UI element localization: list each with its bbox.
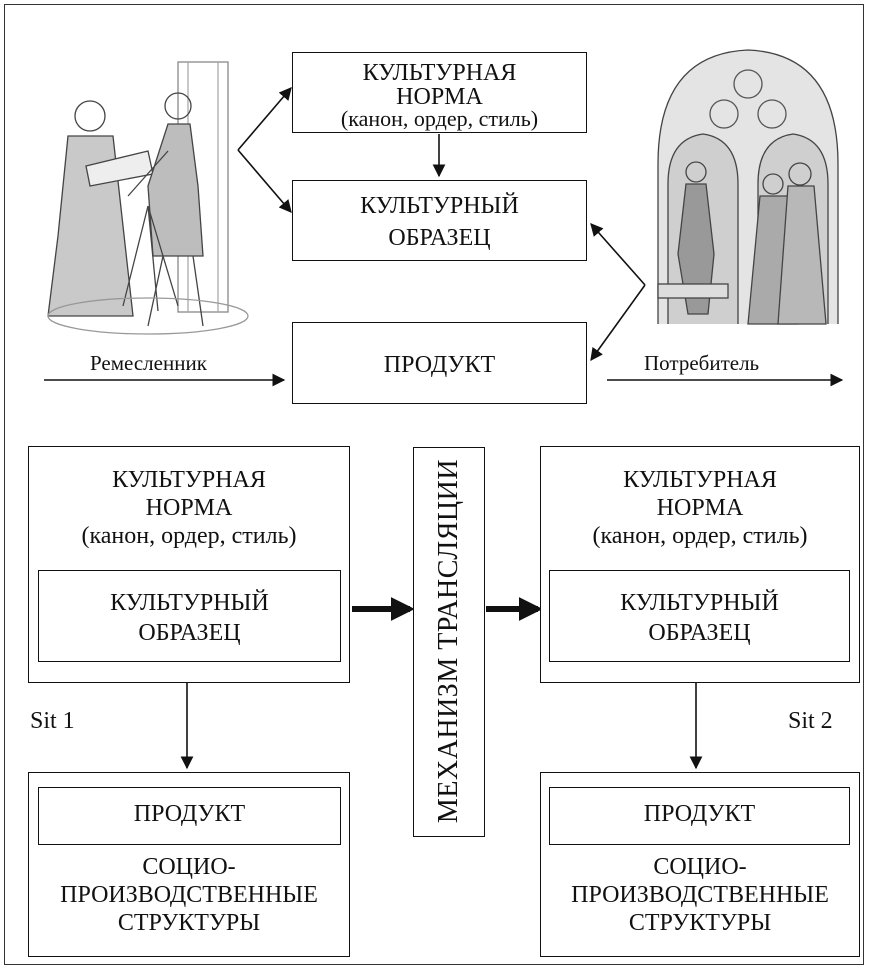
top-norm-line3: (канон, ордер, стиль) xyxy=(340,106,539,131)
top-sample-box xyxy=(292,180,587,261)
right-struct-line3: СТРУКТУРЫ xyxy=(628,910,772,936)
craftsman-label: Ремесленник xyxy=(90,351,207,375)
right-sample-line1: КУЛЬТУРНЫЙ xyxy=(620,590,779,616)
top-norm-box xyxy=(292,52,587,133)
outer-frame xyxy=(4,4,864,965)
top-product-box xyxy=(292,322,587,404)
left-sample-line2: ОБРАЗЕЦ xyxy=(138,620,241,646)
right-norm-line3: (канон, ордер, стиль) xyxy=(592,523,808,549)
left-sample-line1: КУЛЬТУРНЫЙ xyxy=(110,590,269,616)
top-sample-line2: ОБРАЗЕЦ xyxy=(388,225,491,251)
top-norm-line2: НОРМА xyxy=(396,84,483,110)
consumers-illustration xyxy=(657,49,839,325)
mechanism-label: МЕХАНИЗМ ТРАНСЛЯЦИИ xyxy=(433,458,464,824)
top-sample-line1: КУЛЬТУРНЫЙ xyxy=(360,193,519,219)
consumer-label: Потребитель xyxy=(644,351,760,375)
right-norm-line1: КУЛЬТУРНАЯ xyxy=(623,467,777,493)
right-struct-line2: ПРОИЗВОДСТВЕННЫЕ xyxy=(571,882,829,908)
left-struct-line2: ПРОИЗВОДСТВЕННЫЕ xyxy=(60,882,318,908)
right-product-box xyxy=(549,787,850,845)
right-sample-line2: ОБРАЗЕЦ xyxy=(648,620,751,646)
left-struct-line1: СОЦИО- xyxy=(142,854,236,880)
craftsmen-illustration xyxy=(47,61,249,335)
right-product-label: ПРОДУКТ xyxy=(643,801,756,827)
left-struct-line3: СТРУКТУРЫ xyxy=(117,910,261,936)
left-norm-line3: (канон, ордер, стиль) xyxy=(81,523,297,549)
mechanism-box xyxy=(413,447,485,837)
left-product-label: ПРОДУКТ xyxy=(133,801,246,827)
sit-2-label: Sit 2 xyxy=(788,708,833,734)
left-norm-line1: КУЛЬТУРНАЯ xyxy=(112,467,266,493)
top-norm-line1: КУЛЬТУРНАЯ xyxy=(362,60,517,86)
top-product-label: ПРОДУКТ xyxy=(383,352,496,378)
right-struct-line1: СОЦИО- xyxy=(653,854,747,880)
left-product-box xyxy=(38,787,341,845)
right-sample-box xyxy=(549,570,850,662)
sit-1-label: Sit 1 xyxy=(30,708,75,734)
left-sample-box xyxy=(38,570,341,662)
left-norm-line2: НОРМА xyxy=(145,495,233,521)
right-norm-line2: НОРМА xyxy=(656,495,744,521)
